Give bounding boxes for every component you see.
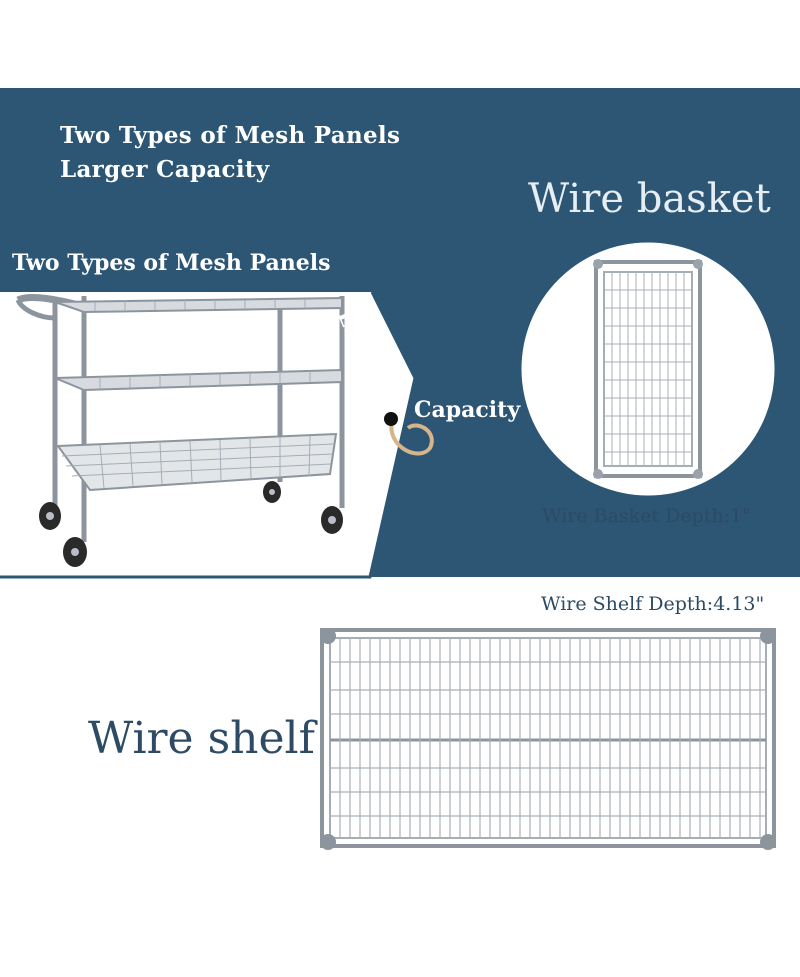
cart-photo-panel: [0, 292, 415, 577]
wire-basket-title: Wire basket: [528, 176, 771, 222]
hanging-hook-icon: [384, 412, 434, 456]
cart-panel-border: [0, 291, 417, 579]
utility-cart-illustration: [15, 294, 345, 567]
heading-line-2: Larger Capacity: [60, 156, 270, 183]
wire-shelf-illustration: [320, 628, 776, 850]
capacity-label: Capacity: [414, 397, 521, 423]
wire-shelf-title: Wire shelf: [88, 713, 315, 764]
cart-banner-text: Two Types of Mesh Panels: [12, 250, 331, 276]
wire-basket-illustration: [518, 239, 778, 499]
heading-line-1: Two Types of Mesh Panels: [60, 122, 401, 149]
basket-depth-label: Wire Basket Depth:1": [542, 505, 751, 527]
shelf-depth-label: Wire Shelf Depth:4.13": [541, 593, 765, 615]
